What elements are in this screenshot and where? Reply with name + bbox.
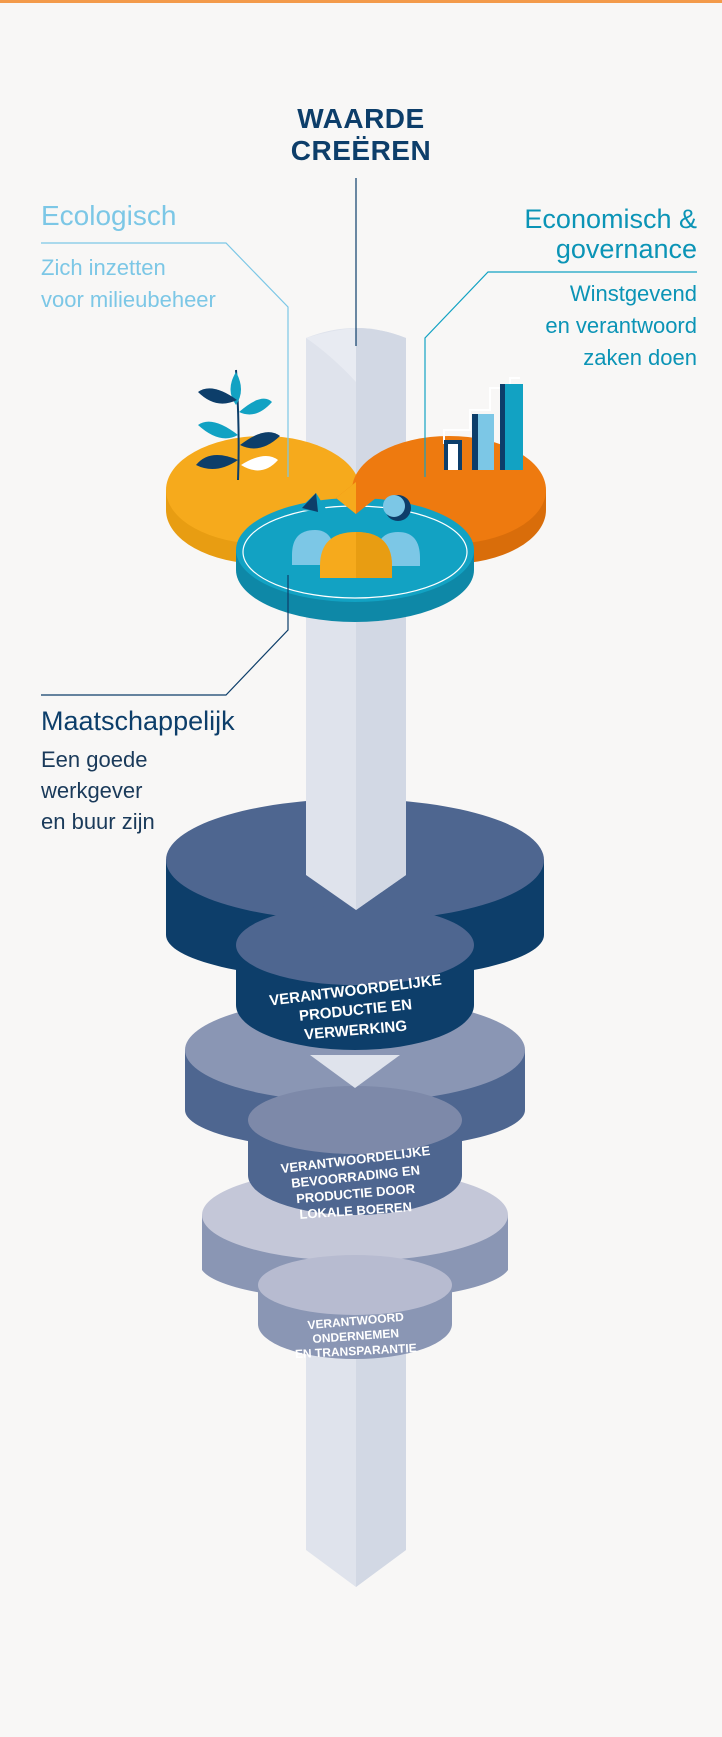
plant-icon (196, 369, 280, 481)
diagram-title: WAARDE CREËREN (211, 103, 511, 167)
social-connector (41, 575, 289, 696)
title-line-2: CREËREN (290, 135, 432, 166)
bar-chart-icon (443, 377, 523, 470)
layer-3-label-line-3: EN TRANSPARANTIE (295, 1341, 417, 1361)
economisch-title-line-1: Economisch & (524, 204, 697, 234)
economisch-description: Winstgevend en verantwoord zaken doen (545, 278, 697, 374)
economisch-line-2: en verantwoord (545, 313, 697, 338)
maatschappelijk-title: Maatschappelijk (41, 706, 235, 736)
economisch-line-3: zaken doen (583, 345, 697, 370)
maatschappelijk-description: Een goede werkgever en buur zijn (41, 744, 155, 837)
ecologisch-description: Zich inzetten voor milieubeheer (41, 252, 216, 316)
maatschappelijk-line-3: en buur zijn (41, 809, 155, 834)
maatschappelijk-line-1: Een goede (41, 747, 148, 772)
economisch-title: Economisch & governance (524, 204, 697, 264)
pillar-bottom-shade (356, 1330, 406, 1587)
maatschappelijk-line-2: werkgever (41, 778, 143, 803)
economic-connector (424, 271, 697, 477)
economisch-title-line-2: governance (555, 234, 697, 264)
top-accent-rule (0, 0, 722, 3)
ecological-connector (41, 242, 289, 477)
layer-3-disc (202, 1169, 508, 1359)
title-line-1: WAARDE (297, 103, 425, 134)
economisch-line-1: Winstgevend (569, 281, 697, 306)
ecologisch-line-1: Zich inzetten (41, 255, 166, 280)
ecologisch-title: Ecologisch (41, 200, 177, 231)
ecologisch-line-2: voor milieubeheer (41, 287, 216, 312)
layer-3-label-line-2: ONDERNEMEN (312, 1326, 399, 1346)
people-meeting-icon (292, 482, 420, 578)
